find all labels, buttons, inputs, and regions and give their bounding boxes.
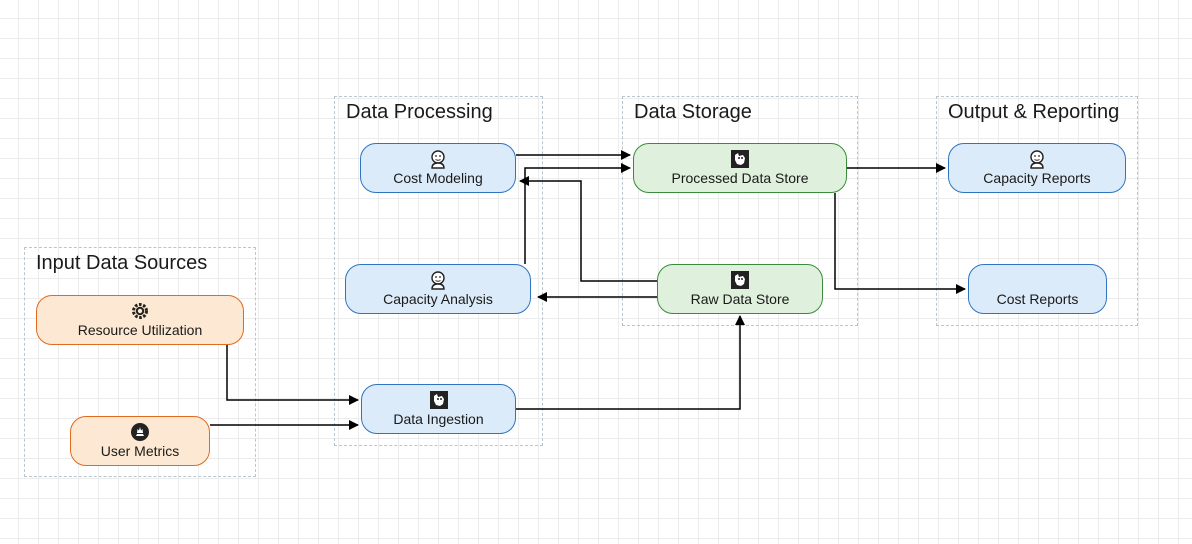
jenkins-icon (1027, 149, 1047, 169)
prometheus-icon (130, 422, 150, 442)
node-label: Processed Data Store (671, 170, 809, 186)
node-label: Data Ingestion (393, 411, 484, 427)
edge-raw-to-cost-modeling (519, 176, 657, 282)
node-label: Resource Utilization (77, 322, 203, 338)
node-label: Cost Reports (996, 291, 1079, 307)
group-title: Input Data Sources (36, 252, 208, 274)
node-label: Capacity Reports (983, 170, 1091, 186)
node-capacity-reports[interactable]: Capacity Reports (948, 143, 1126, 193)
node-cost-modeling[interactable]: Cost Modeling (360, 143, 516, 193)
node-raw-data-store[interactable]: Raw Data Store (657, 264, 823, 314)
node-capacity-analysis[interactable]: Capacity Analysis (345, 264, 531, 314)
node-data-ingestion[interactable]: Data Ingestion (361, 384, 516, 434)
node-label: User Metrics (100, 443, 180, 459)
node-label: Capacity Analysis (383, 291, 493, 307)
node-label: Raw Data Store (690, 291, 790, 307)
group-title: Data Storage (634, 101, 752, 123)
group-output-reporting: Output & Reporting (936, 96, 1138, 326)
group-input-data-sources: Input Data Sources (24, 247, 256, 477)
node-cost-reports[interactable]: Cost Reports (968, 264, 1107, 314)
node-processed-data-store[interactable]: Processed Data Store (633, 143, 847, 193)
edge-processed-to-cost-reports (834, 193, 966, 294)
datadog-icon (429, 390, 449, 410)
group-title: Output & Reporting (948, 101, 1120, 123)
node-label: Cost Modeling (393, 170, 483, 186)
jenkins-icon (428, 270, 448, 290)
edge-capacity-analysis-to-processed (524, 163, 631, 264)
edge-resource-to-ingestion (226, 345, 359, 405)
node-user-metrics[interactable]: User Metrics (70, 416, 210, 466)
datadog-icon (730, 149, 750, 169)
group-data-processing: Data Processing (334, 96, 543, 446)
jenkins-icon (428, 149, 448, 169)
grafana-icon (130, 301, 150, 321)
datadog-icon (730, 270, 750, 290)
edge-ingestion-to-raw (516, 315, 745, 410)
node-resource-utilization[interactable]: Resource Utilization (36, 295, 244, 345)
group-title: Data Processing (346, 101, 493, 123)
